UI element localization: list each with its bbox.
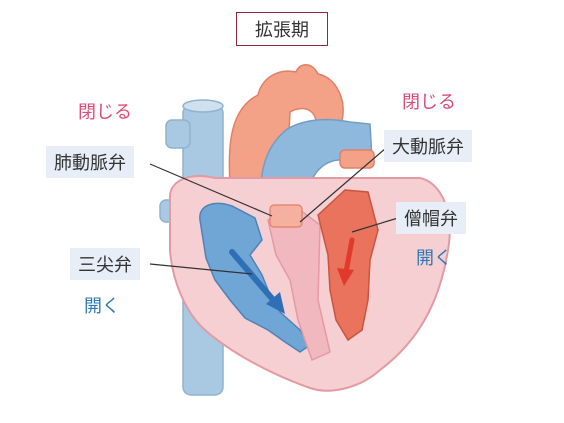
leader-mitral-valve bbox=[351, 217, 399, 233]
state-left-bottom: 開く bbox=[84, 296, 120, 317]
mitral-flow-arrow bbox=[343, 237, 355, 275]
leader-pulmonary-valve bbox=[149, 163, 273, 217]
septum bbox=[267, 209, 331, 362]
phase-title: 拡張期 bbox=[236, 12, 328, 46]
tricuspid-flow-arrow bbox=[229, 249, 278, 305]
tricuspid-arrow-head bbox=[266, 292, 285, 314]
state-right-bottom: 開く bbox=[416, 248, 452, 269]
pulmonary-vein bbox=[339, 149, 375, 169]
label-tricuspid-valve: 三尖弁 bbox=[70, 248, 140, 280]
vein-branch bbox=[165, 119, 191, 149]
label-pulmonary-valve: 肺動脈弁 bbox=[46, 146, 134, 178]
label-aortic-valve: 大動脈弁 bbox=[384, 130, 472, 162]
aortic-root bbox=[269, 204, 303, 228]
vena-cava-top bbox=[182, 99, 224, 113]
leader-aortic-valve bbox=[299, 147, 387, 223]
state-right-top: 閉じる bbox=[402, 92, 456, 113]
label-mitral-valve: 僧帽弁 bbox=[396, 202, 466, 234]
mitral-arrow-head bbox=[337, 268, 354, 286]
leader-tricuspid-valve bbox=[149, 263, 253, 275]
state-left-top: 閉じる bbox=[78, 102, 132, 123]
